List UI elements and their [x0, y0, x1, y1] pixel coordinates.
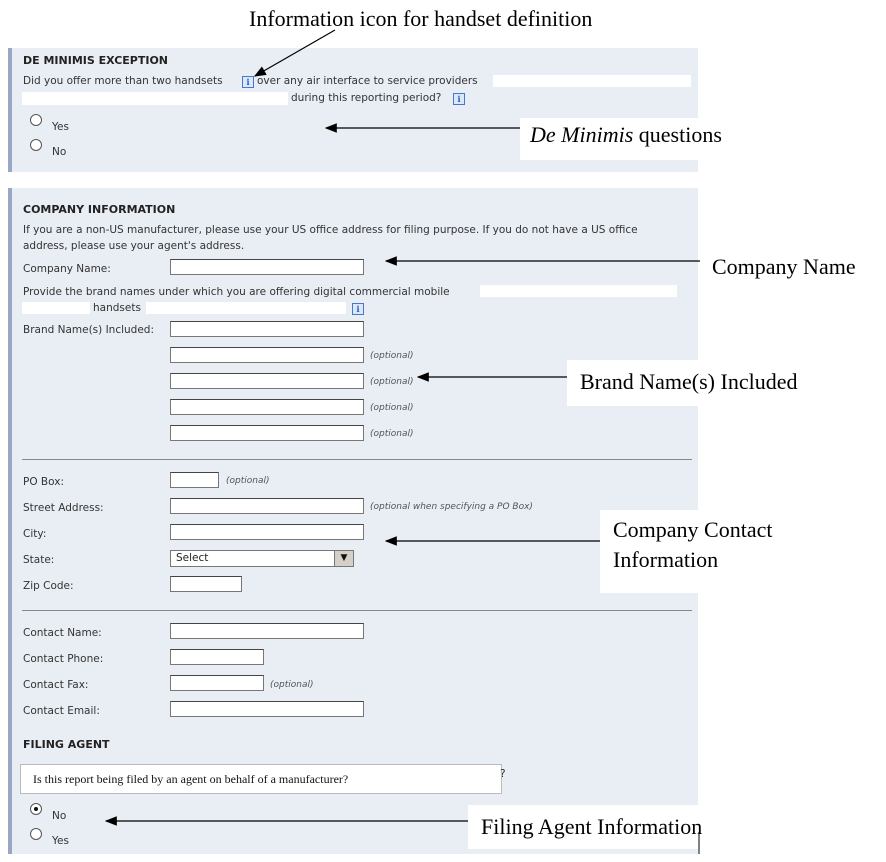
annotation-contact-line1: Company Contact	[613, 517, 773, 542]
brand-name-input-3[interactable]	[170, 373, 364, 389]
redaction-bar	[493, 75, 691, 87]
de-minimis-yes-label: Yes	[52, 121, 69, 133]
annotation-company-name: Company Name	[712, 254, 856, 280]
brand-name-input-2[interactable]	[170, 347, 364, 363]
optional-hint: (optional)	[370, 351, 414, 361]
company-intro-line1: If you are a non-US manufacturer, please…	[23, 224, 638, 236]
de-minimis-no-label: No	[52, 146, 67, 158]
state-select[interactable]: Select ▼	[170, 550, 354, 567]
contact-phone-input[interactable]	[170, 649, 264, 665]
filing-agent-title: FILING AGENT	[23, 738, 110, 751]
annotation-de-minimis-italic: De Minimis	[530, 122, 634, 147]
de-minimis-yes-radio[interactable]	[30, 114, 42, 126]
info-icon[interactable]: i	[352, 303, 364, 315]
de-minimis-question-part2: over any air interface to service provid…	[257, 75, 478, 87]
de-minimis-question-part1: Did you offer more than two handsets	[23, 75, 223, 87]
contact-email-label: Contact Email:	[23, 705, 100, 717]
annotation-contact-info: Company Contact Information	[600, 510, 789, 593]
optional-hint: (optional)	[370, 403, 414, 413]
contact-name-input[interactable]	[170, 623, 364, 639]
zip-code-input[interactable]	[170, 576, 242, 592]
contact-fax-input[interactable]	[170, 675, 264, 691]
filing-agent-question-tail: ?	[500, 768, 506, 780]
street-address-input[interactable]	[170, 498, 364, 514]
company-name-input[interactable]	[170, 259, 364, 275]
annotation-filing-agent: Filing Agent Information	[468, 805, 811, 849]
info-icon[interactable]: i	[453, 93, 465, 105]
filing-agent-question: Is this report being filed by an agent o…	[20, 764, 502, 794]
annotation-de-minimis-rest: questions	[633, 122, 722, 147]
street-address-label: Street Address:	[23, 502, 104, 514]
annotation-de-minimis: De Minimis questions	[520, 118, 722, 160]
contact-name-label: Contact Name:	[23, 627, 102, 639]
filing-agent-no-radio[interactable]	[30, 803, 42, 815]
redaction-bar	[480, 285, 677, 297]
filing-agent-yes-label: Yes	[52, 835, 69, 847]
brand-name-input-4[interactable]	[170, 399, 364, 415]
company-name-label: Company Name:	[23, 263, 111, 275]
chevron-down-icon[interactable]: ▼	[334, 551, 353, 566]
brand-prompt-line1: Provide the brand names under which you …	[23, 286, 450, 298]
de-minimis-no-radio[interactable]	[30, 139, 42, 151]
redaction-bar	[146, 302, 346, 314]
section-divider	[22, 459, 692, 460]
brand-prompt-line2: handsets	[93, 302, 141, 314]
annotation-info-icon: Information icon for handset definition	[249, 6, 593, 31]
annotation-brand-names: Brand Name(s) Included	[567, 360, 797, 406]
po-box-label: PO Box:	[23, 476, 64, 488]
de-minimis-title: DE MINIMIS EXCEPTION	[23, 54, 169, 67]
redaction-bar	[22, 302, 90, 314]
de-minimis-question-part3: during this reporting period?	[291, 92, 442, 104]
brand-name-input-5[interactable]	[170, 425, 364, 441]
optional-hint: (optional)	[270, 680, 314, 690]
company-title: COMPANY INFORMATION	[23, 203, 176, 216]
filing-agent-yes-radio[interactable]	[30, 828, 42, 840]
section-divider	[22, 610, 692, 611]
po-box-input[interactable]	[170, 472, 219, 488]
street-address-hint: (optional when specifying a PO Box)	[370, 502, 533, 512]
info-icon[interactable]: i	[242, 76, 254, 88]
contact-phone-label: Contact Phone:	[23, 653, 104, 665]
optional-hint: (optional)	[370, 377, 414, 387]
annotation-contact-line2: Information	[613, 547, 719, 572]
company-panel	[8, 188, 698, 854]
contact-fax-label: Contact Fax:	[23, 679, 89, 691]
brand-names-label: Brand Name(s) Included:	[23, 324, 155, 336]
city-label: City:	[23, 528, 47, 540]
contact-email-input[interactable]	[170, 701, 364, 717]
brand-name-input-1[interactable]	[170, 321, 364, 337]
optional-hint: (optional)	[226, 476, 270, 486]
optional-hint: (optional)	[370, 429, 414, 439]
state-label: State:	[23, 554, 55, 566]
filing-agent-no-label: No	[52, 810, 67, 822]
city-input[interactable]	[170, 524, 364, 540]
redaction-bar	[22, 92, 288, 105]
state-select-value: Select	[176, 552, 209, 564]
company-intro-line2: address, please use your agent's address…	[23, 240, 245, 252]
zip-code-label: Zip Code:	[23, 580, 74, 592]
arrow-info-icon	[253, 29, 336, 77]
